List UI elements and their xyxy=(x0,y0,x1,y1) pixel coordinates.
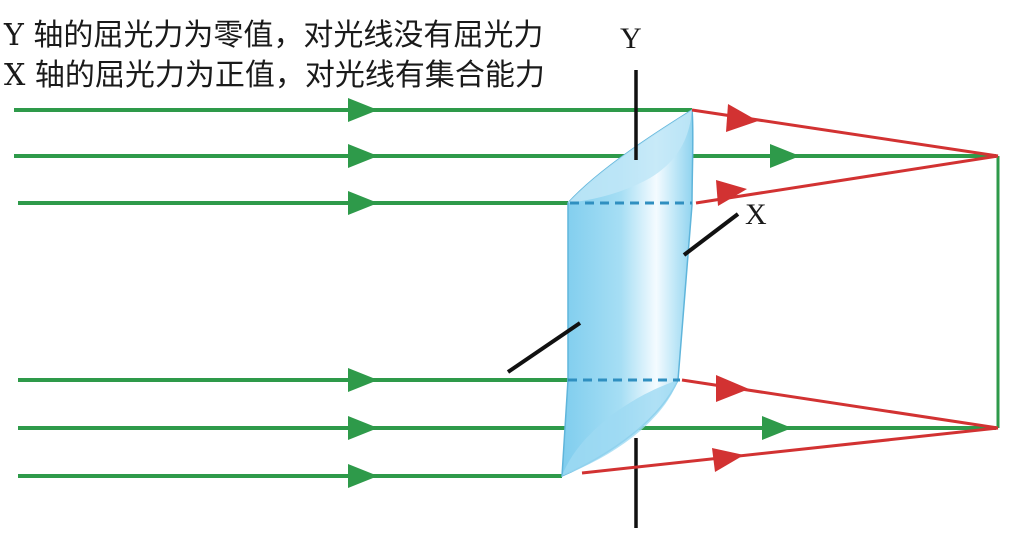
arrowhead-icon xyxy=(348,98,378,122)
x-axis-lower xyxy=(506,321,582,374)
x-axis-label: X xyxy=(745,198,767,231)
caption-y-axis-power: Y 轴的屈光力为零值，对光线没有屈光力 xyxy=(4,18,544,53)
arrowhead-icon xyxy=(348,191,378,215)
x-axis xyxy=(506,212,740,374)
arrowhead-icon xyxy=(716,375,749,402)
y-axis-label: Y xyxy=(620,22,642,55)
arrowhead-icon xyxy=(348,464,378,488)
x-axis-upper xyxy=(682,212,740,257)
caption-x-axis-power: X 轴的屈光力为正值，对光线有集合能力 xyxy=(4,58,545,93)
incoming-arrowheads xyxy=(348,98,800,488)
refracted-arrowheads xyxy=(712,104,758,472)
lens-top-face xyxy=(568,110,692,203)
cylindrical-lens xyxy=(561,108,694,478)
lens-dashed-lines xyxy=(568,201,692,382)
arrowhead-icon xyxy=(726,104,758,132)
arrowhead-icon xyxy=(348,368,378,392)
arrowhead-icon xyxy=(716,180,747,206)
arrowhead-icon xyxy=(348,144,378,168)
lens-bottom-face xyxy=(562,380,678,476)
arrowhead-icon xyxy=(770,144,800,168)
incoming-rays xyxy=(14,108,996,478)
arrowhead-icon xyxy=(762,416,792,440)
refracted-ray-2 xyxy=(695,154,999,205)
refracted-ray-4 xyxy=(581,426,999,475)
arrowhead-icon xyxy=(712,448,744,472)
arrowhead-icon xyxy=(348,416,378,440)
